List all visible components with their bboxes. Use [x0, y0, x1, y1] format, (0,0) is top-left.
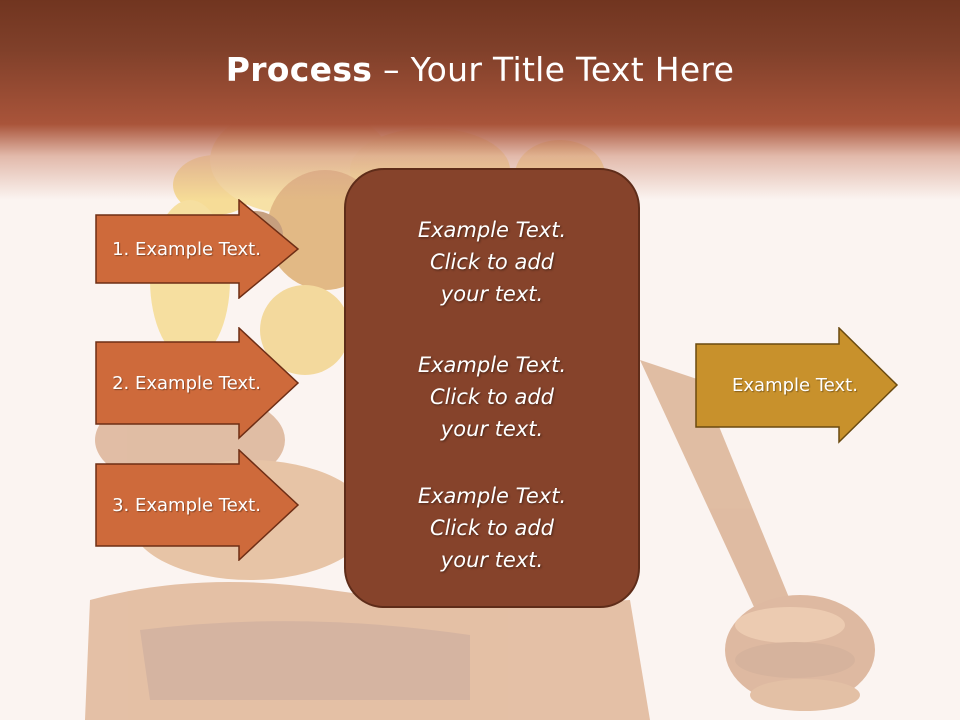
right-arrow[interactable]: Example Text. — [695, 327, 900, 444]
center-text-line: your text. — [440, 417, 544, 441]
left-arrow-3[interactable]: 3. Example Text. — [95, 449, 300, 561]
center-text-line: Example Text. — [417, 484, 567, 508]
center-text-line: Example Text. — [417, 218, 567, 242]
center-text-line: your text. — [440, 282, 544, 306]
center-text-line: Click to add — [429, 516, 554, 540]
left-arrow-1[interactable]: 1. Example Text. — [95, 199, 300, 299]
center-text-line: Example Text. — [417, 353, 567, 377]
arrow-shape-icon — [95, 327, 300, 440]
left-arrow-label: 1. Example Text. — [112, 238, 261, 260]
arrow-shape-icon — [95, 449, 300, 561]
title-bar — [0, 0, 960, 200]
slide-title[interactable]: Process – Your Title Text Here — [0, 50, 960, 89]
center-text-block-1: Example Text. Click to add your text. — [346, 214, 638, 310]
center-text-box[interactable]: Example Text. Click to add your text. Ex… — [344, 168, 640, 608]
center-text-line: Click to add — [429, 250, 554, 274]
left-arrow-2[interactable]: 2. Example Text. — [95, 327, 300, 440]
title-bold-text: Process — [225, 50, 373, 89]
center-text-block-3: Example Text. Click to add your text. — [346, 480, 638, 576]
arrow-shape-icon — [695, 327, 899, 444]
left-arrow-label: 3. Example Text. — [112, 494, 261, 516]
right-arrow-label: Example Text. — [732, 375, 858, 396]
arrow-shape-icon — [95, 199, 300, 299]
title-rest-text: – Your Title Text Here — [372, 50, 735, 89]
center-text-block-2: Example Text. Click to add your text. — [346, 349, 638, 445]
center-text-line: Click to add — [429, 385, 554, 409]
center-text-line: your text. — [440, 548, 544, 572]
left-arrow-label: 2. Example Text. — [112, 373, 261, 394]
